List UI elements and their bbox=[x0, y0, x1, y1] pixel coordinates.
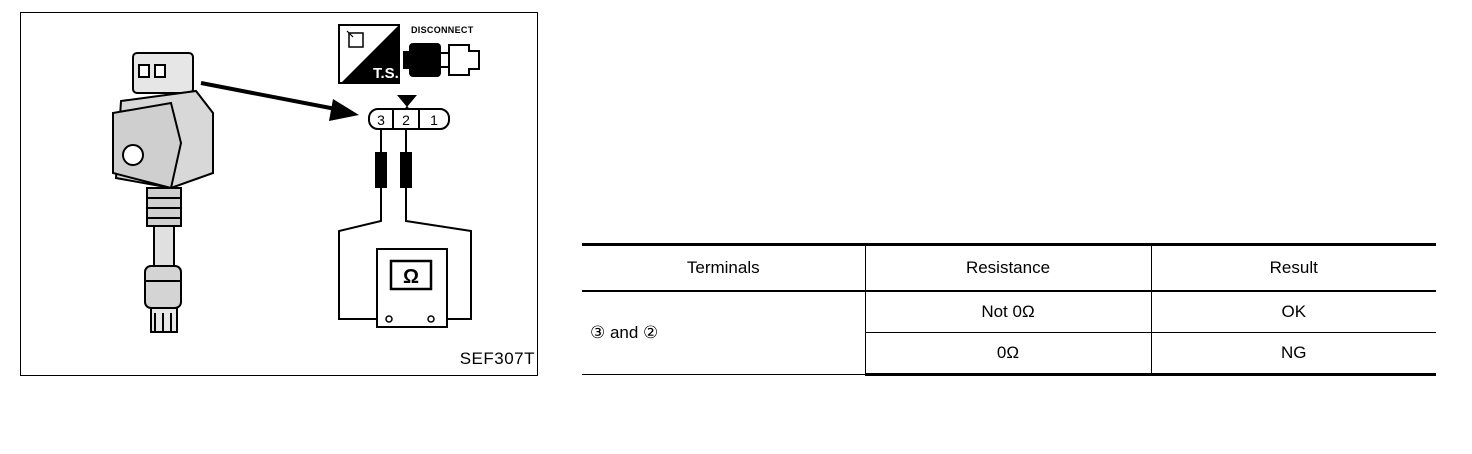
ignition-coil-illustration bbox=[112, 52, 214, 333]
result-cell: OK bbox=[1150, 291, 1436, 333]
connector-terminals: 3 2 1 bbox=[368, 95, 450, 130]
figure-code: SEF307T bbox=[459, 349, 535, 368]
table-row: ③ and ② Not 0Ω OK bbox=[582, 291, 1436, 375]
header-terminals: Terminals bbox=[582, 243, 865, 292]
table-header-row: Terminals Resistance Result bbox=[582, 243, 1436, 292]
figure-drawing: 3 2 1 Ω bbox=[112, 24, 480, 333]
result-cell: NG bbox=[1150, 332, 1436, 376]
resistance-cell: Not 0Ω bbox=[864, 291, 1151, 333]
pin-label: 3 bbox=[377, 112, 385, 128]
ts-icon bbox=[338, 24, 400, 84]
header-result: Result bbox=[1150, 243, 1436, 292]
ts-label: T.S. bbox=[373, 65, 399, 82]
header-resistance: Resistance bbox=[864, 243, 1151, 292]
terminals-cell: ③ and ② bbox=[582, 291, 865, 375]
pin-label: 2 bbox=[402, 112, 410, 128]
test-leads bbox=[338, 129, 472, 320]
ohm-symbol: Ω bbox=[403, 266, 419, 288]
ignition-coil-figure: 3 2 1 Ω DISCONNECT T.S. SEF307T bbox=[20, 12, 538, 376]
resistance-cell: 0Ω bbox=[864, 332, 1151, 376]
disconnect-connector-icon bbox=[403, 43, 480, 77]
pointer-arrow bbox=[200, 81, 359, 121]
disconnect-label: DISCONNECT bbox=[411, 25, 474, 35]
pin-label: 1 bbox=[430, 112, 438, 128]
ohmmeter-icon: Ω bbox=[376, 248, 448, 328]
resistance-spec-table: Terminals Resistance Result ③ and ② Not … bbox=[582, 243, 1436, 376]
table-row: 0Ω NG bbox=[582, 332, 1436, 376]
